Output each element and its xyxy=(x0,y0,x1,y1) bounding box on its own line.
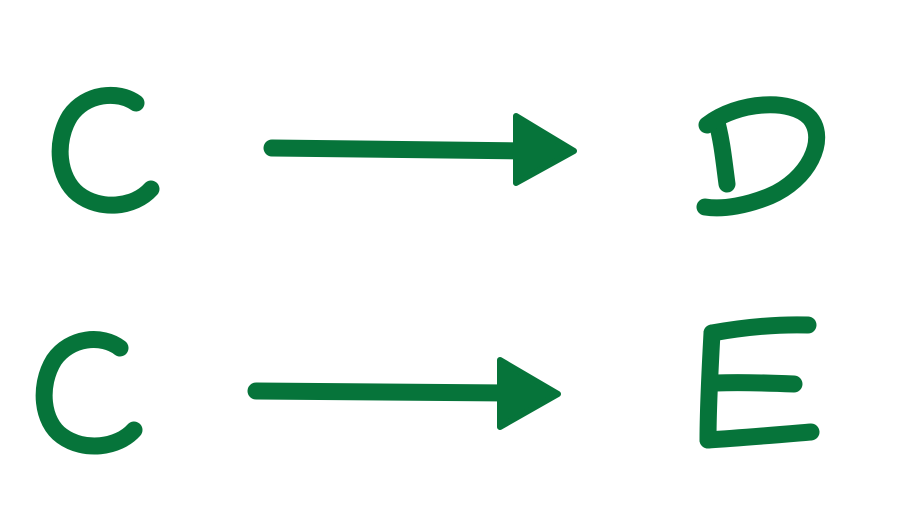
arrow-shaft xyxy=(247,382,521,402)
letter-c-glyph xyxy=(51,86,160,214)
row2-target-letter: E xyxy=(699,316,820,449)
diagram-row-2: C E xyxy=(35,316,820,455)
diagram-row-1: C D xyxy=(51,86,826,217)
letter-e-middle-bar xyxy=(707,374,803,393)
letter-e-top-bar xyxy=(703,316,817,342)
arrow-head xyxy=(513,113,577,186)
letter-c-glyph xyxy=(35,331,143,455)
arrow-shaft xyxy=(263,139,537,160)
row2-source-letter: C xyxy=(35,331,143,455)
row1-arrow xyxy=(263,113,577,186)
row1-target-letter: D xyxy=(696,96,826,217)
row2-arrow xyxy=(247,357,561,430)
letter-e-bottom-bar xyxy=(699,423,820,449)
letter-d-stem xyxy=(707,110,736,193)
row1-source-letter: C xyxy=(51,86,160,214)
arrow-head xyxy=(497,357,561,430)
letter-d-bowl xyxy=(696,96,826,217)
